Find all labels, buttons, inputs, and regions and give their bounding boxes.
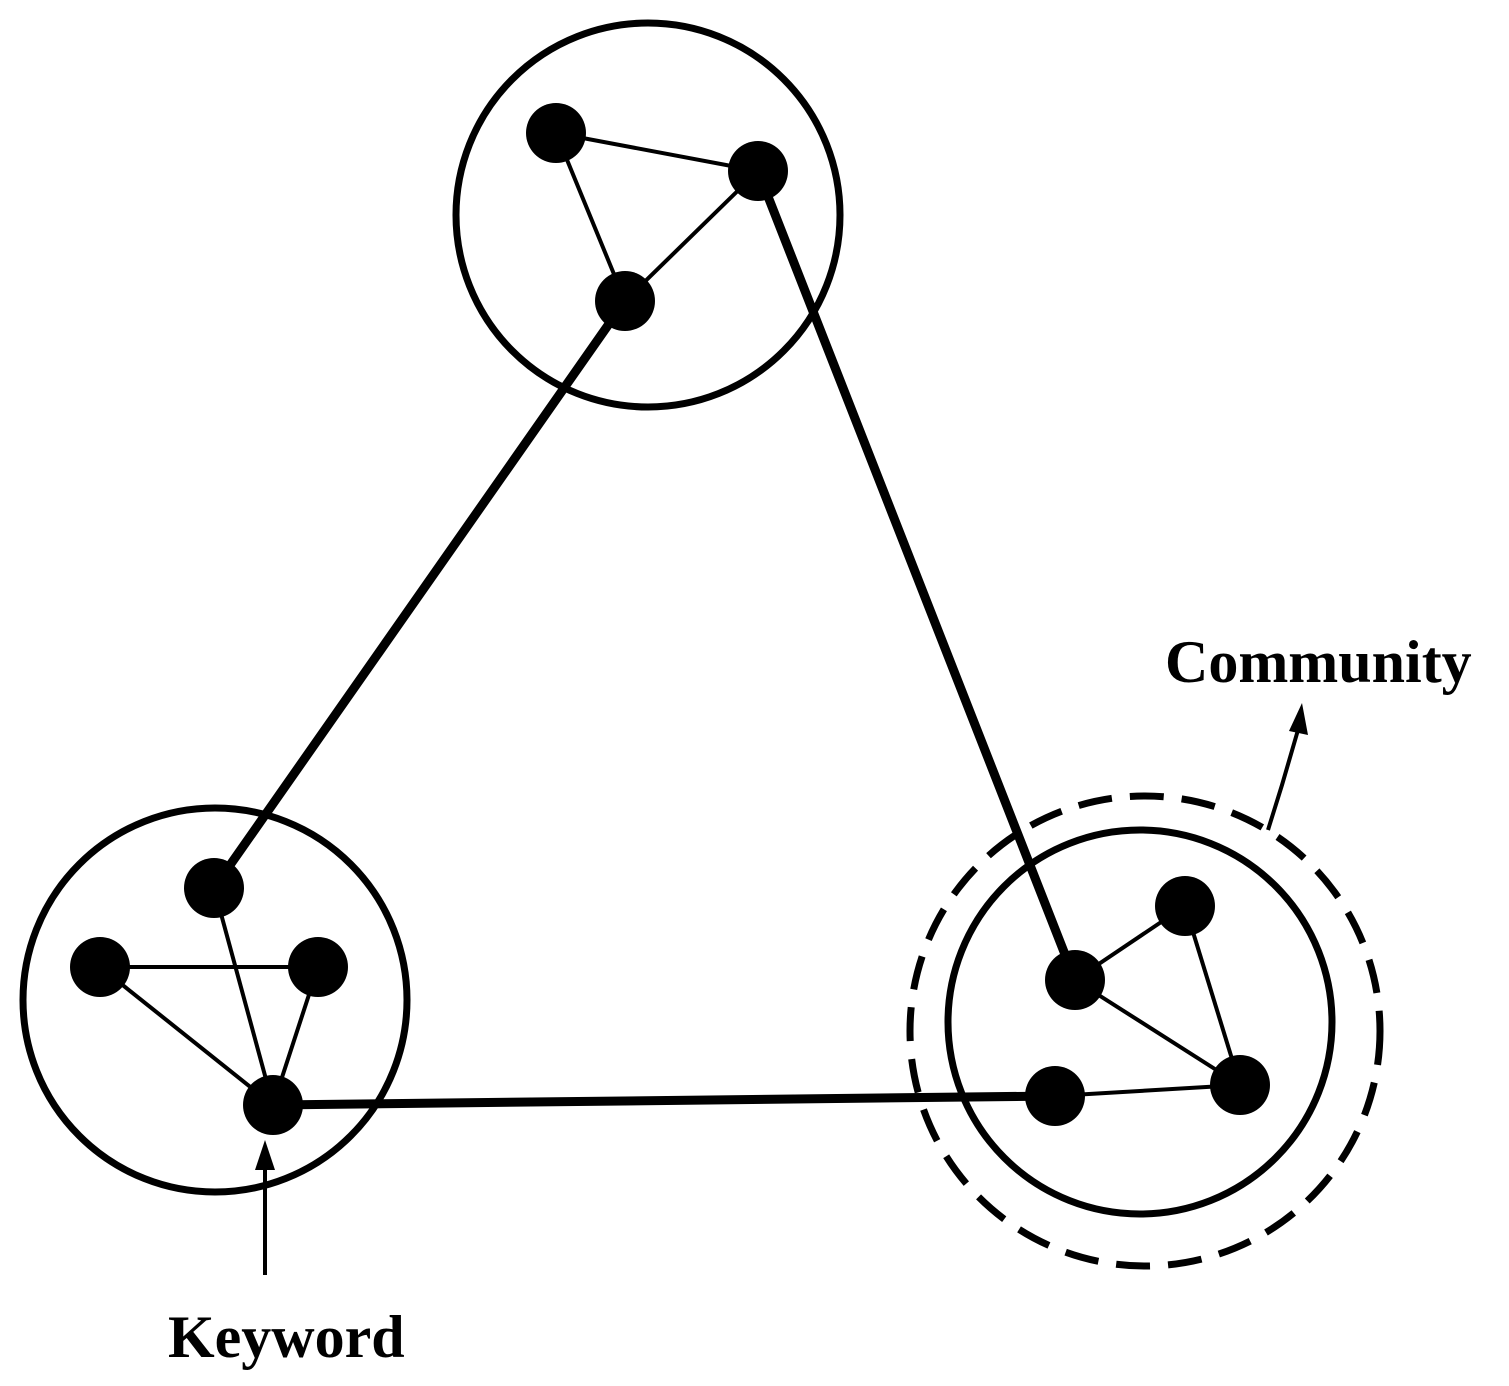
node — [184, 858, 244, 918]
keyword-pointer-arrow — [255, 1140, 275, 1275]
community-circle-left — [19, 804, 411, 1196]
edge — [212, 887, 275, 1106]
community-pointer-arrow — [1266, 703, 1308, 831]
edge — [623, 169, 760, 303]
node — [526, 103, 586, 163]
node — [595, 271, 655, 331]
edge-top-to-right — [753, 166, 1080, 985]
edge — [1073, 978, 1242, 1087]
keyword-label: Keyword — [168, 1304, 405, 1370]
node — [1210, 1055, 1270, 1115]
edge — [1054, 1083, 1241, 1098]
community-circle-right — [944, 826, 1336, 1218]
community-circles — [19, 19, 1336, 1218]
nodes — [70, 103, 1270, 1135]
node — [70, 937, 130, 997]
community-label: Community — [1165, 629, 1472, 695]
node — [1155, 876, 1215, 936]
node — [1025, 1066, 1085, 1126]
edge-left-to-right — [268, 1091, 1060, 1110]
edge — [1183, 905, 1242, 1086]
node — [1045, 950, 1105, 1010]
edge-top-to-left — [209, 296, 630, 893]
community-circle-top — [452, 19, 844, 411]
keyword-node — [243, 1075, 303, 1135]
edge — [554, 132, 627, 302]
node — [288, 937, 348, 997]
inter-community-edges — [209, 166, 1080, 1110]
community-highlight-dashed-circle — [906, 792, 1384, 1270]
edge — [555, 131, 759, 173]
edge — [98, 965, 275, 1107]
node — [728, 141, 788, 201]
